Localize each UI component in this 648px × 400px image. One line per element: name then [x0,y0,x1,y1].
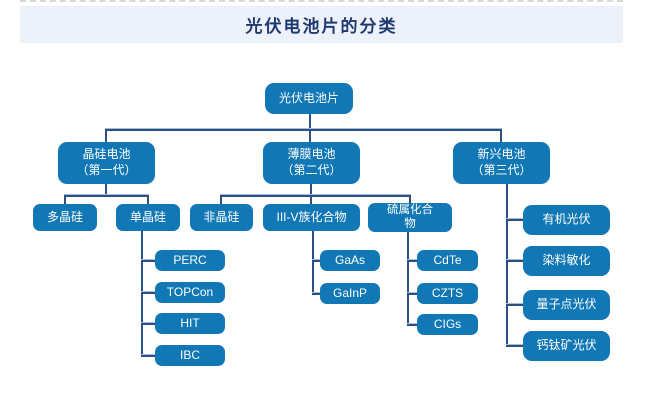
connector-gen3-spine [506,184,508,346]
node-polycrystalline-silicon: 多晶硅 [33,204,97,231]
connector-stub-organic-pv [506,219,523,221]
connector-chalcogenide-spine [407,232,409,325]
connector-stub-perc [141,260,155,262]
connector-drop-gen1 [105,129,107,142]
node-ibc: IBC [155,345,225,366]
connector-drop-gen3 [500,129,502,142]
node-iii-v-compound: III-V族化合物 [263,204,360,231]
connector-level1-rail [105,129,502,131]
node-perovskite-pv: 钙钛矿光伏 [523,331,610,361]
connector-stub-quantum-dot [506,304,523,306]
node-hit: HIT [155,313,225,334]
title-banner: 光伏电池片的分类 [20,6,623,43]
top-dashed-border [20,0,623,2]
node-organic-pv: 有机光伏 [523,205,610,235]
connector-stub-gainp [312,293,320,295]
connector-root-stem [309,114,311,142]
connector-stub-cdte [407,260,417,262]
node-thin-film-gen2: 薄膜电池 （第二代） [263,142,360,184]
node-gaas: GaAs [320,250,380,271]
connector-gen2-rail [220,195,411,197]
node-photovoltaic-cell: 光伏电池片 [265,83,353,114]
node-czts: CZTS [417,283,478,304]
node-chalcogenide-compound: 硫属化合物 [368,203,452,232]
connector-gen2-stem [310,184,312,195]
connector-stub-gaas [312,260,320,262]
node-perc: PERC [155,250,225,271]
connector-iii-v-spine [312,231,314,294]
node-quantum-dot-pv: 量子点光伏 [523,290,610,320]
node-crystalline-silicon-gen1: 晶硅电池 （第一代） [58,142,155,184]
connector-gen1-stem [105,184,107,195]
connector-drop-mono-si [147,195,149,204]
connector-stub-ibc [141,355,155,357]
connector-stub-topcon [141,292,155,294]
connector-drop-chalcogenide [409,195,411,203]
node-emerging-gen3: 新兴电池 （第三代） [453,142,550,184]
connector-gen1-rail [64,195,149,197]
node-dye-sensitized: 染料敏化 [523,246,610,276]
connector-drop-iii-v [310,195,312,204]
node-gainp: GaInP [320,283,380,304]
connector-drop-poly-si [64,195,66,204]
node-monocrystalline-silicon: 单晶硅 [116,204,180,231]
connector-stub-cigs [407,324,417,326]
connector-stub-dye-sensitized [506,260,523,262]
node-amorphous-silicon: 非晶硅 [190,204,253,231]
connector-stub-hit [141,323,155,325]
node-cigs: CIGs [417,314,478,335]
connector-stub-czts [407,293,417,295]
page-title: 光伏电池片的分类 [245,17,398,36]
connector-stub-perovskite [506,345,523,347]
node-cdte: CdTe [417,250,478,271]
node-topcon: TOPCon [155,282,225,303]
connector-drop-amorphous-si [220,195,222,204]
